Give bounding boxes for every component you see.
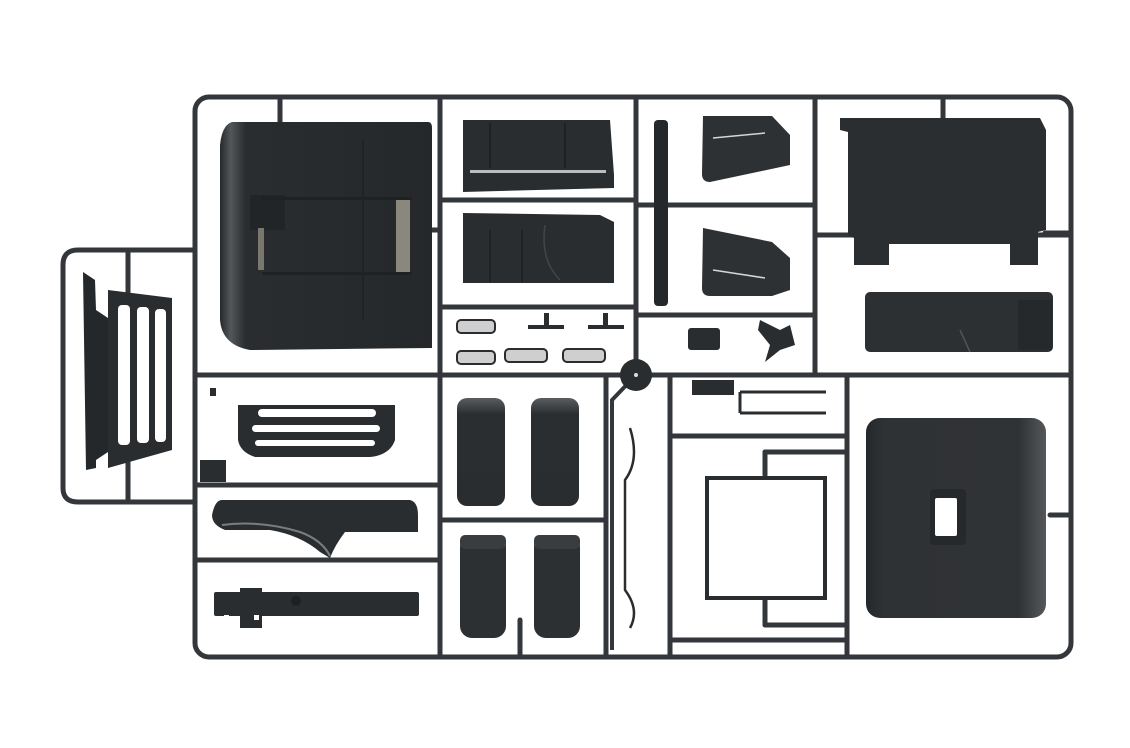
lower-beam xyxy=(214,588,419,628)
cab-roof-panel xyxy=(220,122,432,350)
rear-wall-panel xyxy=(840,118,1046,265)
floor-panel-lower xyxy=(463,213,614,283)
window-frame xyxy=(705,390,827,600)
front-grille xyxy=(238,405,395,457)
floor-panel-upper xyxy=(463,120,614,192)
sprue-hub xyxy=(620,359,652,391)
small-block xyxy=(692,380,734,395)
seat-backs xyxy=(457,398,579,506)
small-pegs xyxy=(528,313,624,329)
long-rod xyxy=(654,120,668,306)
side-ladder-grille xyxy=(83,272,172,470)
small-brackets xyxy=(688,320,795,362)
seat-shell-lower xyxy=(702,228,790,296)
mesh-grille-pieces xyxy=(456,319,606,365)
dashboard xyxy=(212,500,418,558)
small-tabs-left xyxy=(200,388,226,482)
bent-wire-frame xyxy=(623,427,636,629)
bunk-panel-with-hatch xyxy=(866,418,1046,618)
side-bin-panel xyxy=(865,292,1053,353)
seat-shell-upper xyxy=(702,116,790,182)
seat-cushions xyxy=(460,535,580,638)
